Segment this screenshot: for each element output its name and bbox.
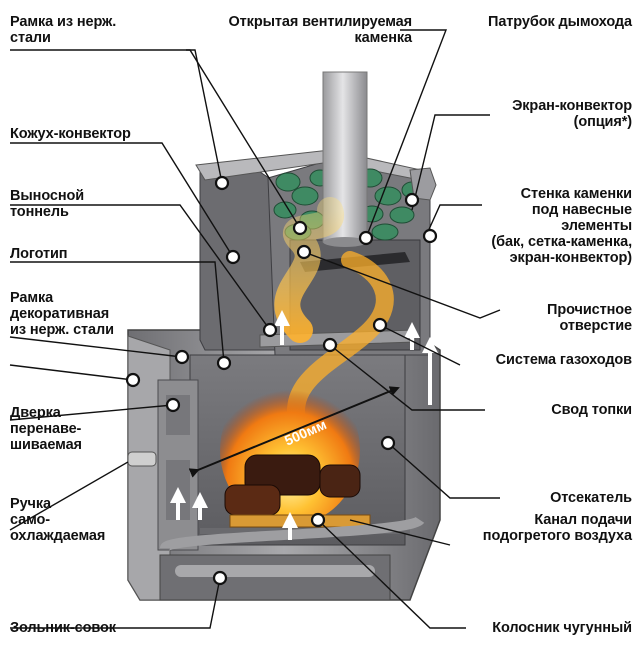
- label-handle: Ручка само- охлаждаемая: [10, 496, 106, 544]
- leader-lines: [9, 29, 501, 629]
- label-screen-convector: Экран-конвектор (опция*): [512, 98, 632, 130]
- label-grate: Колосник чугунный: [492, 620, 632, 636]
- label-tunnel: Выносной тоннель: [10, 188, 85, 220]
- label-heater-wall: Стенка каменки под навесные элементы (ба…: [491, 186, 632, 266]
- handle: [127, 451, 157, 467]
- label-casing-convector: Кожух-конвектор: [10, 126, 131, 142]
- label-gas-system: Система газоходов: [495, 352, 632, 368]
- marker-dots: [125, 175, 438, 586]
- label-logo: Логотип: [10, 246, 68, 262]
- label-cleanout: Прочистное отверстие: [547, 302, 632, 334]
- label-cutoff: Отсекатель: [550, 490, 632, 506]
- label-deco-frame: Рамка декоративная из нерж. стали: [10, 290, 114, 338]
- label-open-heater: Открытая вентилируемая каменка: [228, 14, 413, 46]
- label-door: Дверка перенаве- шиваемая: [10, 405, 82, 453]
- label-firebox-vault: Свод топки: [551, 402, 632, 418]
- grate: [229, 514, 371, 528]
- label-ash-pan: Зольник-совок: [10, 620, 116, 636]
- label-flue-pipe: Патрубок дымохода: [488, 14, 632, 30]
- label-air-channel: Канал подачи подогретого воздуха: [482, 512, 632, 544]
- label-frame-steel: Рамка из нерж. стали: [10, 14, 117, 46]
- dimension-line: [188, 386, 400, 478]
- stove-body: [127, 71, 441, 601]
